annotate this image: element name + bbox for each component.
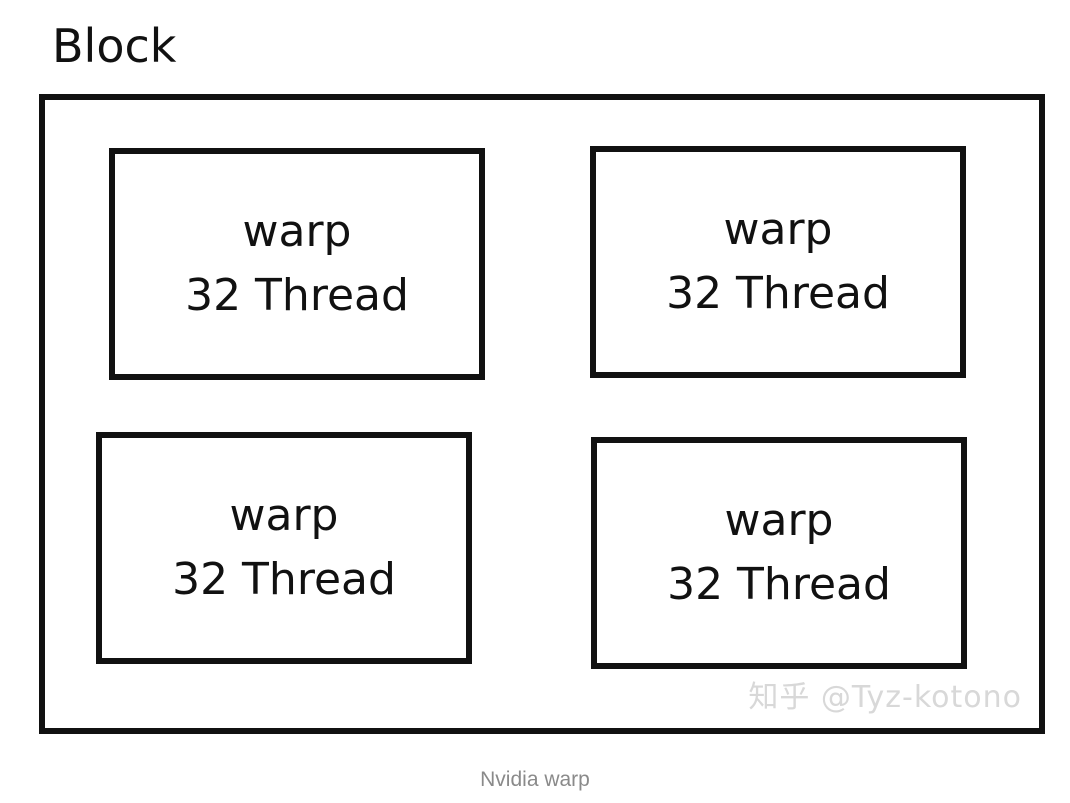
warp-thread-count: 32 Thread [666, 268, 890, 319]
warp-thread-count: 32 Thread [185, 270, 409, 321]
warp-box-top-right: warp 32 Thread [590, 146, 966, 378]
warp-box-top-left: warp 32 Thread [109, 148, 485, 380]
warp-thread-count: 32 Thread [667, 559, 891, 610]
block-title: Block [52, 19, 177, 73]
warp-label: warp [724, 495, 834, 546]
warp-label: warp [723, 204, 833, 255]
warp-box-bottom-left: warp 32 Thread [96, 432, 472, 664]
warp-box-bottom-right: warp 32 Thread [591, 437, 967, 669]
figure-caption: Nvidia warp [480, 768, 590, 791]
watermark: 知乎 @Tyz-kotono [748, 680, 1022, 715]
warp-label: warp [242, 206, 352, 257]
warp-label: warp [229, 490, 339, 541]
block-frame [39, 94, 1045, 734]
warp-thread-count: 32 Thread [172, 554, 396, 605]
